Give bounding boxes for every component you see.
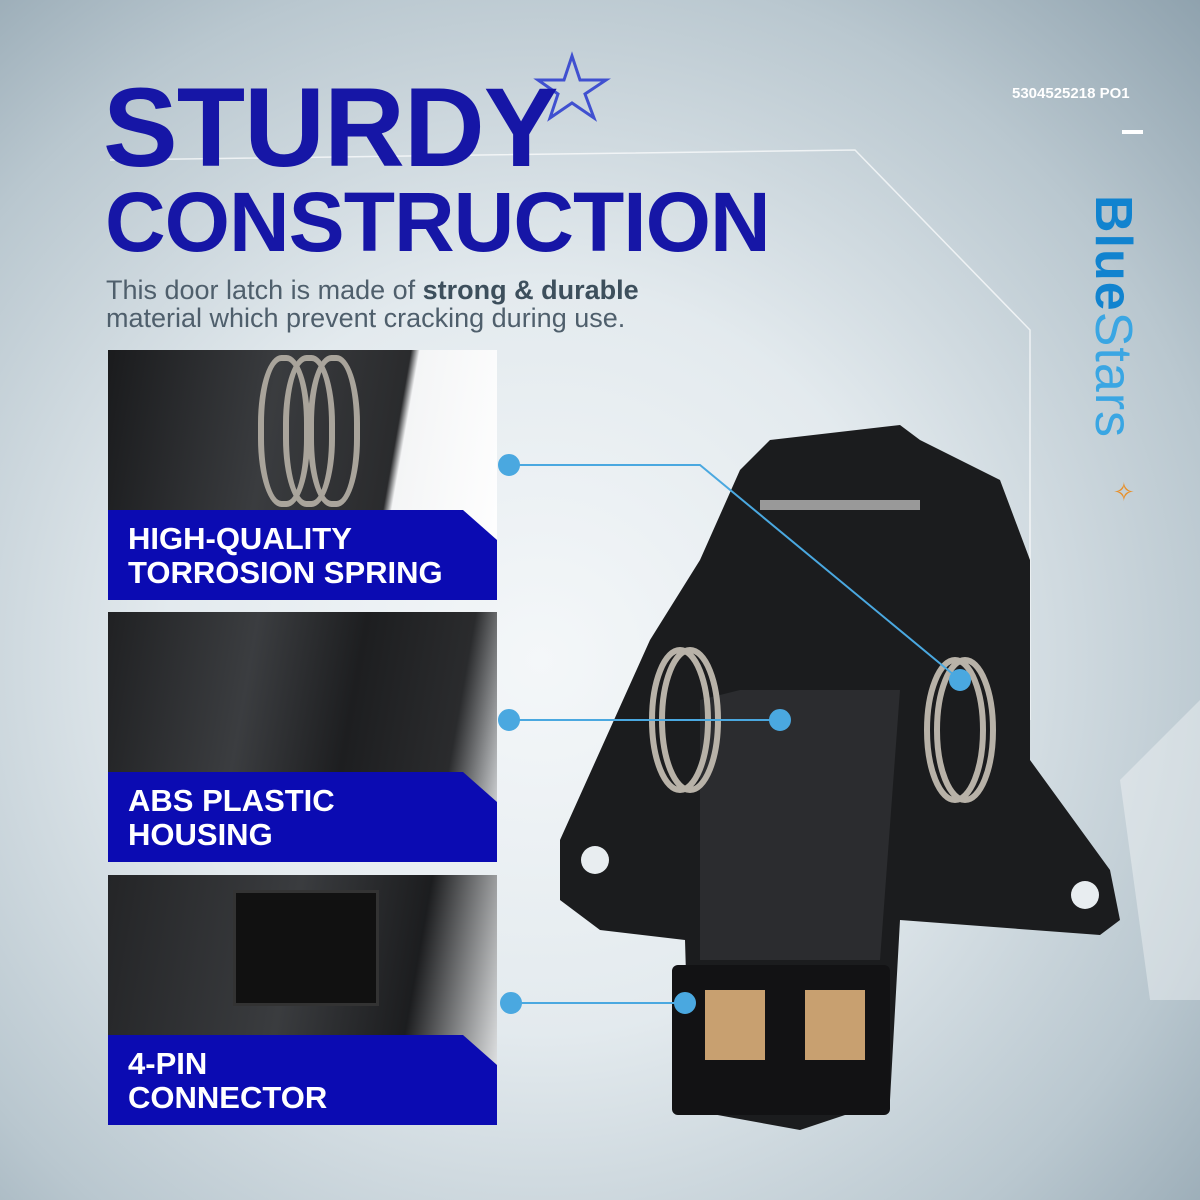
divider [1122,130,1143,134]
description: This door latch is made of strong & dura… [106,276,639,332]
star-icon [533,51,611,122]
feature-subtitle: CONNECTOR [128,1080,328,1115]
headline-line1: STURDY [103,65,558,190]
feature-title: ABS PLASTIC [128,783,335,818]
feature-subtitle: HOUSING [128,817,273,852]
description-text-2: material which prevent cracking during u… [106,303,626,333]
feature-title: 4-PIN [128,1046,208,1081]
description-bold: strong & durable [422,275,639,305]
part-code: 5304525218 PO1 [1012,85,1130,102]
star-icon: ✧ [1113,477,1135,507]
feature-title: HIGH-QUALITY [128,521,352,556]
feature-subtitle: TORROSION SPRING [128,555,443,590]
brand-logo: BlueStars ✧ [1084,195,1145,507]
callout-lines [498,454,971,1014]
description-text: This door latch is made of [106,275,423,305]
headline-line2: CONSTRUCTION [105,175,771,269]
